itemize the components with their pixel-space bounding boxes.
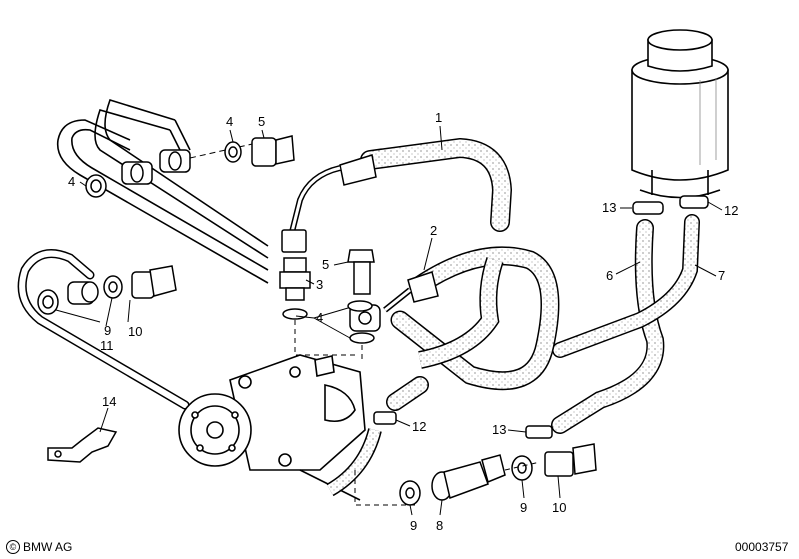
callout-9-lower-left: 9: [410, 518, 417, 533]
pipe-lines: [56, 99, 269, 284]
callout-10-left: 10: [128, 324, 142, 339]
banjo-bolt-5-middle: [347, 249, 375, 295]
callout-1: 1: [435, 110, 442, 125]
hose-clip-13-upper: [632, 201, 664, 215]
callout-5-middle: 5: [322, 257, 329, 272]
copyright-icon: ©: [6, 540, 20, 554]
dash-axis-lower: [354, 461, 541, 506]
bracket-14: [47, 427, 118, 463]
return-line-fittings: [37, 265, 177, 315]
diagram-number: 00003757: [735, 540, 789, 554]
callout-13-upper: 13: [602, 200, 616, 215]
hose-2-fitting: [349, 271, 439, 332]
callouts: 1 2 3 4 4 4 5 5 6 7 8 9 9 9 10 10 11 12 …: [68, 110, 738, 533]
banjo-bolt-10-lower: [544, 443, 597, 477]
washer-9-lower-left: [399, 480, 421, 506]
callout-14: 14: [102, 394, 116, 409]
hose-fitting-8: [431, 454, 506, 501]
callout-4-upper: 4: [226, 114, 233, 129]
pipe-end-fittings: [121, 149, 191, 185]
callout-12-upper: 12: [724, 203, 738, 218]
callout-9-lower-right: 9: [520, 500, 527, 515]
callout-13-lower: 13: [492, 422, 506, 437]
callout-12-lower: 12: [412, 419, 426, 434]
dash-axis-middle: [294, 320, 363, 360]
callout-5-upper: 5: [258, 114, 265, 129]
callout-4-middle: 4: [316, 310, 323, 325]
washer-4-upper: [224, 141, 242, 163]
brand-name: BMW AG: [23, 540, 73, 554]
callout-9-left: 9: [104, 323, 111, 338]
callout-8: 8: [436, 518, 443, 533]
leader-lines: [55, 125, 723, 516]
callout-2: 2: [430, 223, 437, 238]
banjo-bolt-5-upper: [251, 135, 295, 167]
callout-4-left: 4: [68, 174, 75, 189]
copyright-notice: © BMW AG: [6, 540, 72, 554]
callout-10-lower: 10: [552, 500, 566, 515]
hose-clip-13-lower: [525, 425, 553, 439]
hose-1-fitting: [281, 154, 377, 253]
callout-6: 6: [606, 268, 613, 283]
steering-pump: [178, 354, 366, 501]
callout-3: 3: [316, 277, 323, 292]
hose-clip-12-upper: [679, 195, 709, 209]
hose-clip-12-lower: [373, 411, 397, 425]
adapter-3: [279, 257, 311, 301]
callout-11: 11: [100, 338, 114, 353]
washer-4-left: [85, 174, 107, 198]
fluid-reservoir: [631, 29, 729, 199]
callout-7: 7: [718, 268, 725, 283]
